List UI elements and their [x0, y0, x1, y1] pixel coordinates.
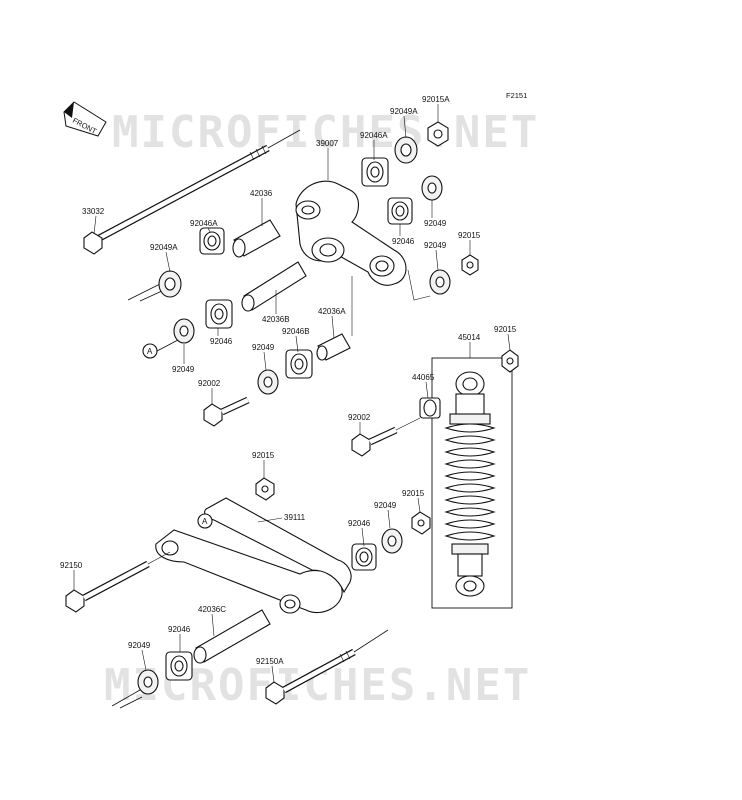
washer-92049A-top: [394, 136, 418, 164]
callout-92049-bottom: 92049: [128, 641, 151, 650]
callout-39007: 39007: [316, 139, 339, 148]
washer-92049-right-upper: [421, 175, 443, 201]
callout-44065: 44065: [412, 373, 435, 382]
callout-42036A: 42036A: [318, 307, 346, 316]
sleeve-42036: [232, 219, 281, 258]
nut-92015-lower-mid: [255, 477, 275, 501]
bearing-92046-mid: [205, 299, 233, 329]
tie-rod-39111: [155, 497, 352, 614]
washer-92049-lower-right: [381, 528, 403, 554]
callout-92002-top: 92002: [198, 379, 221, 388]
callout-92049-lower-right: 92049: [374, 501, 397, 510]
callout-92015-upper: 92015: [458, 231, 481, 240]
front-arrow-icon: FRONT: [63, 101, 107, 137]
callout-42036B: 42036B: [262, 315, 290, 324]
bolt-92002-mid: [351, 417, 421, 457]
callout-42036C: 42036C: [198, 605, 226, 614]
watermark-top: MICROFICHES.NET: [112, 107, 539, 158]
ref-marker-a-upper-label: A: [147, 347, 153, 356]
bolt-92150A: [265, 629, 389, 705]
callout-92049A-top: 92049A: [390, 107, 418, 116]
ref-marker-a-lower-label: A: [202, 517, 208, 526]
callout-92046-mid: 92046: [210, 337, 233, 346]
bearing-92046-bottom: [165, 651, 193, 681]
callout-92046-right: 92046: [392, 237, 415, 246]
bolt-92150: [65, 551, 171, 613]
callout-92046-bottom: 92046: [168, 625, 191, 634]
callouts: 33032 92049A 92049 92046A 42036 92046 42…: [60, 95, 517, 683]
washer-92049-left: [173, 318, 195, 344]
callout-92046B: 92046B: [282, 327, 310, 336]
callout-92046A-top: 92046A: [360, 131, 388, 140]
figure-code: F2151: [506, 91, 527, 100]
washer-92049-bottom: [137, 669, 159, 695]
callout-92015A: 92015A: [422, 95, 450, 104]
ref-marker-a-upper: A: [142, 339, 179, 359]
callout-92015-shock: 92015: [494, 325, 517, 334]
callout-39111: 39111: [284, 513, 306, 522]
callout-92049A-left: 92049A: [150, 243, 178, 252]
washer-92049-mid: [257, 369, 279, 395]
callout-33032: 33032: [82, 207, 105, 216]
bearing-92046A-top: [361, 157, 389, 187]
nut-92015A: [427, 121, 449, 147]
callout-92049-right-lower: 92049: [424, 241, 447, 250]
bolt-33032: [83, 129, 301, 255]
callout-92049-right-upper: 92049: [424, 219, 447, 228]
bearing-92046A-left: [199, 227, 225, 255]
sleeve-42036A: [316, 333, 351, 361]
callout-92150A: 92150A: [256, 657, 284, 666]
bearing-92046-lower-right: [351, 543, 377, 571]
washer-92049A-left: [158, 270, 182, 298]
ref-marker-a-lower: A: [197, 513, 213, 529]
callout-42036: 42036: [250, 189, 273, 198]
callout-92150: 92150: [60, 561, 83, 570]
callout-92015-lower-right: 92015: [402, 489, 425, 498]
callout-92015-lower-mid: 92015: [252, 451, 275, 460]
bearing-92046-right: [387, 197, 413, 225]
callout-92049-a-marker: 92049: [172, 365, 195, 374]
washer-92049-right-lower: [429, 269, 451, 295]
callout-92046-lower-right: 92046: [348, 519, 371, 528]
callout-92002-mid: 92002: [348, 413, 371, 422]
nut-92015-lower-right: [411, 511, 431, 535]
sleeve-42036B: [241, 261, 307, 312]
shock-absorber-45014: [431, 357, 513, 609]
callout-92046A-left: 92046A: [190, 219, 218, 228]
bolt-92002-top: [203, 396, 250, 427]
sleeve-42036C: [193, 609, 271, 664]
bearing-92046B: [285, 349, 313, 379]
nut-92015-upper: [461, 254, 479, 276]
rocker-arm-39007: [295, 180, 407, 286]
callout-45014: 45014: [458, 333, 481, 342]
left-pointer: [127, 282, 163, 302]
callout-92049-mid: 92049: [252, 343, 275, 352]
nut-92015-shock: [501, 349, 519, 373]
bottom-left-pointer: [111, 689, 143, 709]
collar-44065: [419, 397, 441, 419]
